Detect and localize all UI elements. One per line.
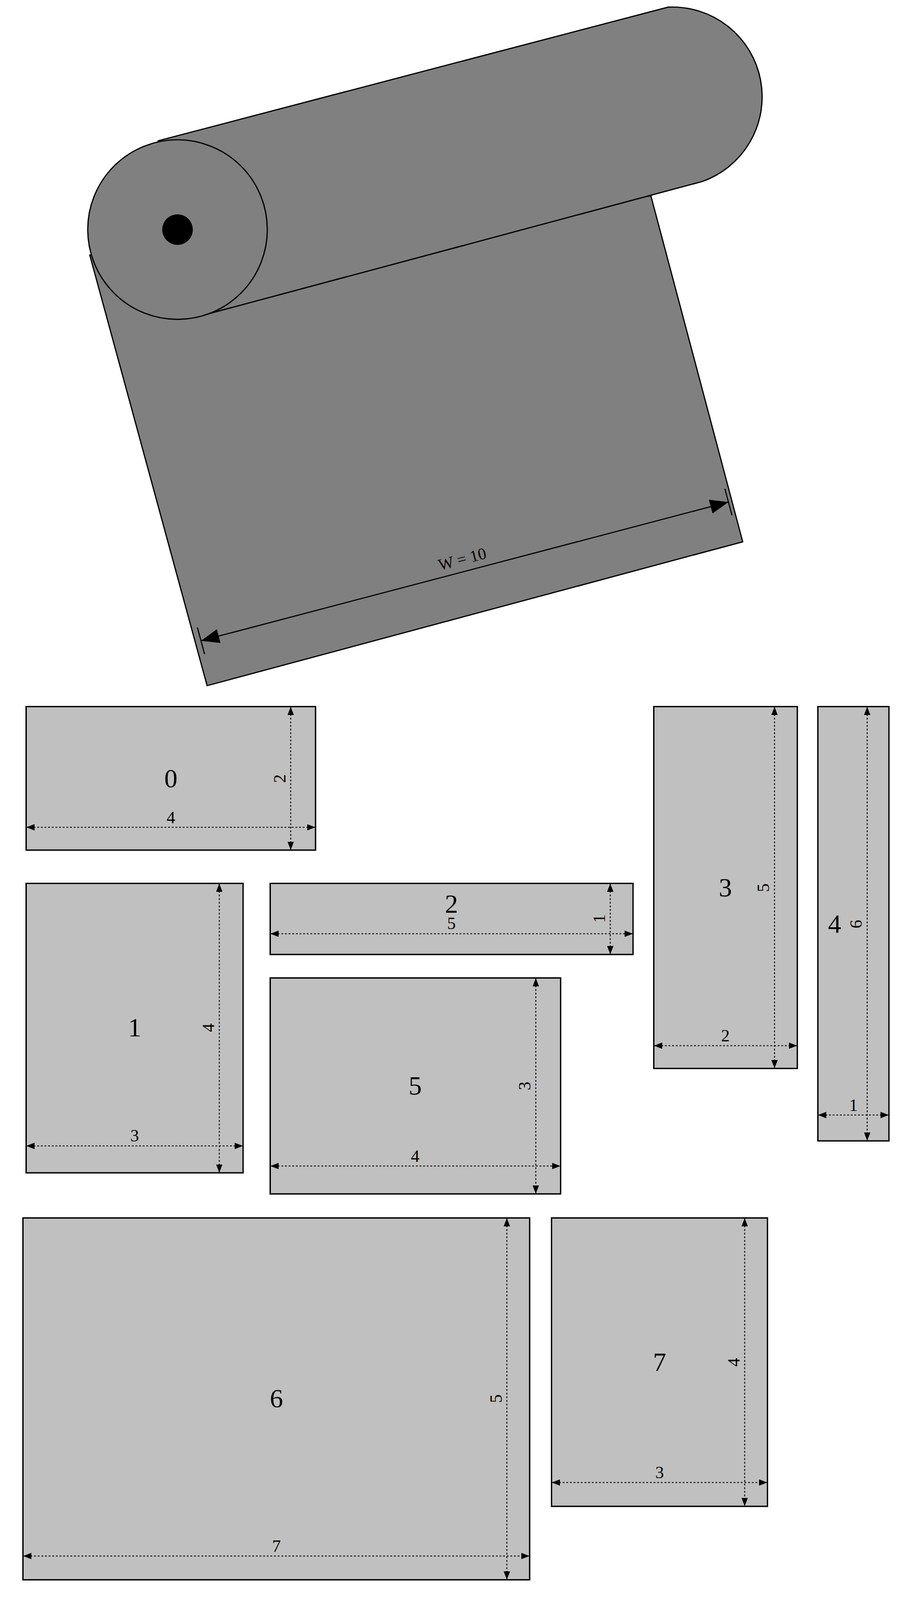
width-dimension: 4 <box>164 808 178 827</box>
piece-number: 6 <box>269 1385 284 1412</box>
piece-border <box>551 1217 768 1506</box>
piece-border <box>26 706 316 851</box>
piece-border <box>23 1217 530 1580</box>
width-dimension-line <box>551 1481 768 1483</box>
width-dimension-line <box>270 1165 561 1167</box>
width-dimension-line <box>818 1114 889 1116</box>
piece-number: 5 <box>408 1072 422 1099</box>
piece-border <box>269 978 561 1194</box>
piece-number: 0 <box>164 765 178 792</box>
height-dimension: 5 <box>486 1392 505 1406</box>
height-dimension: 1 <box>589 912 609 926</box>
width-dimension-line <box>26 826 316 828</box>
piece-border <box>26 883 244 1173</box>
width-tick <box>197 627 205 654</box>
height-dimension: 4 <box>199 1021 218 1035</box>
width-dimension: 7 <box>269 1536 284 1555</box>
piece-rectangle: 25 1 <box>269 882 634 955</box>
width-dimension-line <box>270 933 633 934</box>
piece-number: 7 <box>653 1348 667 1376</box>
piece-border <box>817 706 889 1141</box>
height-dimension-line <box>506 1218 508 1580</box>
piece-rectangle: 4 1 6 <box>817 705 890 1142</box>
width-dimension: 2 <box>718 1026 732 1045</box>
width-dimension-line <box>23 1555 530 1557</box>
roll-axle <box>162 214 193 245</box>
piece-rectangle: 3 2 5 <box>653 705 799 1069</box>
width-dimension: 1 <box>846 1095 860 1114</box>
width-tick <box>724 488 733 515</box>
piece-rectangle: 5 4 3 <box>269 977 562 1195</box>
height-dimension-line <box>219 883 220 1173</box>
width-dimension: 3 <box>653 1463 667 1482</box>
height-dimension: 4 <box>724 1355 743 1369</box>
roll-end <box>87 139 268 320</box>
piece-border <box>269 883 633 954</box>
piece-rectangle: 6 7 5 <box>22 1217 531 1581</box>
piece-number: 4 <box>828 910 842 938</box>
height-dimension-line <box>774 706 775 1069</box>
piece-number: 2 <box>444 890 459 918</box>
height-dimension: 5 <box>754 880 773 895</box>
piece-number: 3 <box>718 874 732 901</box>
height-dimension-line <box>866 706 868 1141</box>
width-dimension-line <box>654 1045 798 1047</box>
height-dimension: 6 <box>846 917 865 931</box>
width-arrow <box>200 501 729 641</box>
height-dimension-line <box>744 1218 746 1506</box>
width-dimension: 3 <box>128 1126 142 1145</box>
piece-number: 1 <box>128 1014 142 1041</box>
piece-border <box>653 706 798 1069</box>
piece-rectangle: 1 3 4 <box>25 882 244 1174</box>
height-dimension: 2 <box>270 771 289 785</box>
width-dimension: 4 <box>408 1146 422 1165</box>
piece-rectangle: 0 4 2 <box>25 705 317 851</box>
width-dimension: 5 <box>444 913 459 933</box>
width-dimension-line <box>26 1145 243 1147</box>
height-dimension: 3 <box>515 1079 534 1093</box>
piece-rectangle: 7 3 4 <box>550 1217 769 1507</box>
height-dimension-line <box>534 978 536 1194</box>
height-dimension-line <box>290 706 292 850</box>
height-dimension-line <box>609 883 611 954</box>
